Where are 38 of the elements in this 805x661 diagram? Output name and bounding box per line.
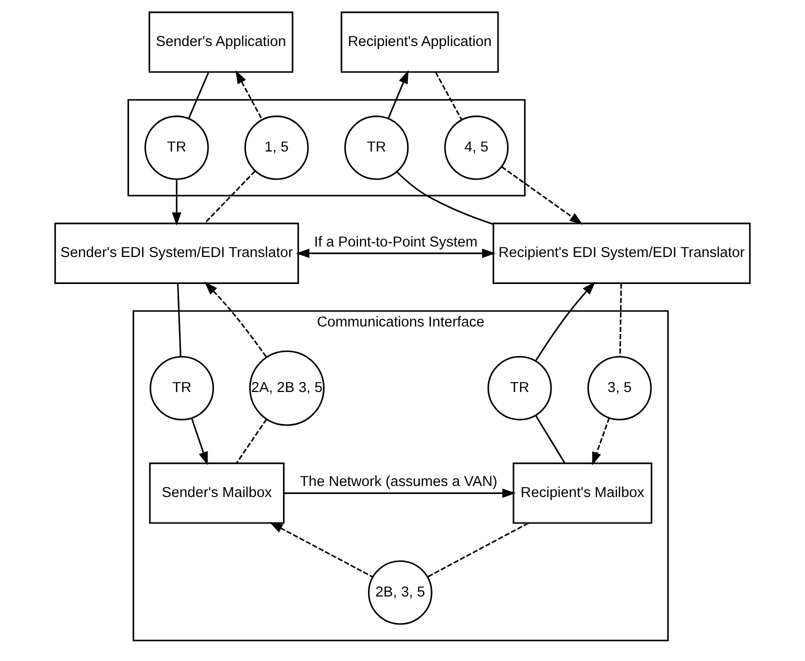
connector [435, 72, 462, 120]
node-circle: TR [144, 116, 209, 180]
arrow [269, 522, 374, 578]
connector [236, 418, 268, 464]
arrow [535, 282, 596, 362]
node-circle: 4, 5 [444, 116, 509, 180]
node-circle: 3, 5 [587, 356, 652, 420]
connector [619, 284, 622, 357]
node-box: Sender's EDI System/EDI Translator [54, 222, 299, 284]
arrow [284, 488, 516, 498]
connector [188, 72, 210, 119]
arrow [592, 418, 610, 466]
edge-label: The Network (assumes a VAN) [300, 474, 498, 490]
node-box: Sender's Application [148, 12, 294, 73]
node-circle: TR [150, 356, 214, 420]
node-box: Recipient's Mailbox [512, 462, 652, 524]
arrow [204, 282, 268, 358]
connector [535, 415, 566, 464]
connector [427, 522, 529, 578]
arrow [236, 70, 263, 120]
arrow [172, 179, 182, 226]
node-circle: TR [344, 116, 409, 180]
node-box: Recipient's Application [340, 12, 499, 73]
node-circle: TR [487, 356, 552, 420]
node-box: Sender's Mailbox [149, 462, 285, 524]
node-circle: 2A, 2B 3, 5 [249, 350, 325, 426]
edge-label: If a Point-to-Point System [314, 234, 478, 250]
node-box: Recipient's EDI System/EDI Translator [492, 222, 751, 284]
arrow [501, 166, 583, 225]
connector [204, 170, 256, 224]
connector [396, 171, 494, 225]
arrow [388, 70, 408, 119]
connector [177, 283, 182, 357]
arrow [296, 248, 496, 258]
cluster [127, 99, 526, 196]
node-circle: 2B, 3, 5 [368, 560, 432, 625]
arrow [190, 418, 208, 466]
node-circle: 1, 5 [244, 116, 309, 180]
